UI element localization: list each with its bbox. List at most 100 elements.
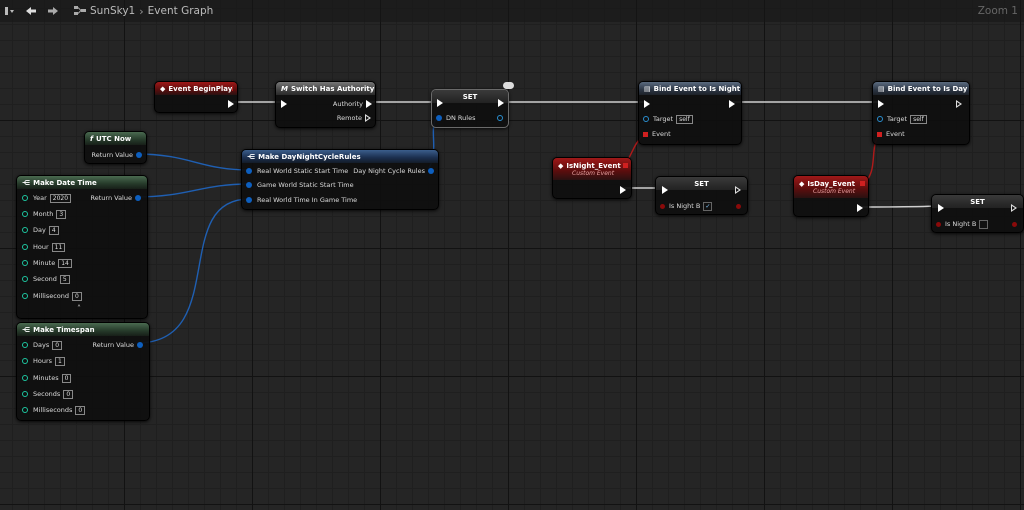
field-value-hour[interactable]: 11 <box>51 242 66 252</box>
switch-has-authority-node[interactable]: M Switch Has Authority Authority Remote <box>275 81 376 128</box>
exec-in-pin[interactable] <box>878 100 884 108</box>
delegate-pin[interactable] <box>860 181 865 186</box>
field-value-milliseconds[interactable]: 0 <box>75 405 86 415</box>
is-night-checkbox[interactable]: ✓ <box>703 201 713 211</box>
set-is-night-false-node[interactable]: SET Is Night B <box>931 194 1024 233</box>
minute-pin[interactable] <box>22 260 28 266</box>
is-night-in-pin[interactable] <box>936 221 941 227</box>
exec-in-pin[interactable] <box>662 186 668 194</box>
daynight-rules-out-pin[interactable] <box>428 168 434 174</box>
collapse-chevron-icon[interactable]: ˄ <box>77 304 81 313</box>
return-value-pin[interactable] <box>137 342 143 348</box>
breadcrumb-root[interactable]: SunSky1 <box>90 5 136 17</box>
field-value-second[interactable]: 5 <box>59 274 70 284</box>
field-value-days[interactable]: 0 <box>52 340 63 350</box>
field-value-millisecond[interactable]: 0 <box>72 291 82 301</box>
pin-label-remote: Remote <box>336 114 362 122</box>
breadcrumb-page[interactable]: Event Graph <box>147 5 214 17</box>
hour-pin[interactable] <box>22 244 28 250</box>
exec-out-pin[interactable] <box>620 186 626 194</box>
cloud-badge-icon <box>503 82 514 89</box>
make-timespan-node[interactable]: ⋲ Make Timespan Return Value Days 0 Hour… <box>16 322 150 421</box>
millisecond-pin[interactable] <box>22 293 28 299</box>
bind-event-is-day-node[interactable]: ▤ Bind Event to Is Day Target self Event <box>872 81 970 145</box>
day-pin[interactable] <box>22 227 28 233</box>
second-pin[interactable] <box>22 276 28 282</box>
event-beginplay-node[interactable]: ◆ Event BeginPlay <box>154 81 238 113</box>
event-delegate-pin[interactable] <box>877 131 882 137</box>
back-button[interactable] <box>20 1 42 21</box>
seconds-pin[interactable] <box>22 391 28 397</box>
node-title: SET <box>970 197 985 206</box>
delegate-pin[interactable] <box>623 163 628 168</box>
node-title: Bind Event to Is Day <box>887 84 968 93</box>
node-title: SET <box>462 92 478 101</box>
real-world-static-start-time-pin[interactable] <box>246 168 252 174</box>
node-title: SET <box>694 179 709 188</box>
field-label-milliseconds: Milliseconds <box>33 406 73 414</box>
set-dn-rules-node[interactable]: SET DN Rules <box>431 89 509 128</box>
field-label-hour: Hour <box>33 243 49 251</box>
bind-event-is-night-node[interactable]: ▤ Bind Event to Is Night Target self Eve… <box>638 81 742 145</box>
game-world-static-start-time-pin[interactable] <box>246 182 252 188</box>
is-night-checkbox[interactable] <box>979 219 989 229</box>
event-delegate-pin[interactable] <box>643 131 648 137</box>
pin-label-authority: Authority <box>332 100 363 108</box>
milliseconds-pin[interactable] <box>22 407 28 413</box>
dn-rules-out-pin[interactable] <box>497 115 503 121</box>
exec-in-pin[interactable] <box>281 100 287 108</box>
arrow-left-icon <box>26 7 36 15</box>
target-pin[interactable] <box>877 116 883 122</box>
field-value-minute[interactable]: 14 <box>58 258 72 268</box>
target-pin[interactable] <box>643 116 649 122</box>
is-night-out-pin[interactable] <box>1012 221 1017 227</box>
is-night-out-pin[interactable] <box>736 203 741 209</box>
node-header: f UTC Now <box>85 132 146 145</box>
field-value-day[interactable]: 4 <box>48 225 59 235</box>
exec-out-pin[interactable] <box>498 99 504 107</box>
set-is-night-true-node[interactable]: SET Is Night B ✓ <box>655 176 748 215</box>
authority-exec-pin[interactable] <box>366 100 372 108</box>
make-daynightcyclerules-node[interactable]: ⋲ Make DayNightCycleRules Real World Sta… <box>241 149 439 210</box>
isnight-event-node[interactable]: ◆ IsNight_Event Custom Event <box>552 157 632 199</box>
exec-out-pin[interactable] <box>228 100 234 108</box>
node-header: SET <box>656 177 747 190</box>
make-struct-icon: ⋲ <box>247 152 256 161</box>
field-value-minutes[interactable]: 0 <box>61 373 72 383</box>
field-value-month[interactable]: 3 <box>56 209 67 219</box>
remote-exec-pin[interactable] <box>365 114 372 122</box>
exec-in-pin[interactable] <box>938 204 944 212</box>
dn-rules-in-pin[interactable] <box>436 115 442 121</box>
event-diamond-icon: ◆ <box>558 161 564 170</box>
field-value-hours[interactable]: 1 <box>55 356 65 366</box>
field-value-year[interactable]: 2020 <box>49 193 72 203</box>
hours-pin[interactable] <box>22 358 28 364</box>
exec-out-pin[interactable] <box>956 100 963 108</box>
return-value-pin[interactable] <box>136 152 142 158</box>
node-title: Event BeginPlay <box>168 84 233 93</box>
make-date-time-node[interactable]: ⋲ Make Date Time Return Value Year 2020 … <box>16 175 148 319</box>
exec-out-pin[interactable] <box>1011 204 1018 212</box>
function-icon: ▤ <box>644 84 651 93</box>
real-world-time-in-game-time-pin[interactable] <box>246 197 252 203</box>
is-night-in-pin[interactable] <box>660 203 665 209</box>
exec-out-pin[interactable] <box>729 100 735 108</box>
days-pin[interactable] <box>22 342 28 348</box>
year-pin[interactable] <box>22 195 28 201</box>
month-pin[interactable] <box>22 211 28 217</box>
field-value-seconds[interactable]: 0 <box>63 389 74 399</box>
exec-out-pin[interactable] <box>857 204 863 212</box>
minutes-pin[interactable] <box>22 375 28 381</box>
return-value-pin[interactable] <box>135 195 141 201</box>
forward-button[interactable] <box>42 1 64 21</box>
menu-icon[interactable] <box>0 1 20 21</box>
exec-in-pin[interactable] <box>437 99 443 107</box>
delegate-pin[interactable] <box>232 86 233 91</box>
exec-in-pin[interactable] <box>644 100 650 108</box>
exec-out-pin[interactable] <box>735 186 742 194</box>
zoom-level: Zoom 1 <box>977 5 1018 17</box>
pin-label-return-value: Return Value <box>91 151 134 159</box>
field-label-seconds: Seconds <box>33 390 61 398</box>
isday-event-node[interactable]: ◆ IsDay_Event Custom Event <box>793 175 869 217</box>
utc-now-node[interactable]: f UTC Now Return Value <box>84 131 147 164</box>
